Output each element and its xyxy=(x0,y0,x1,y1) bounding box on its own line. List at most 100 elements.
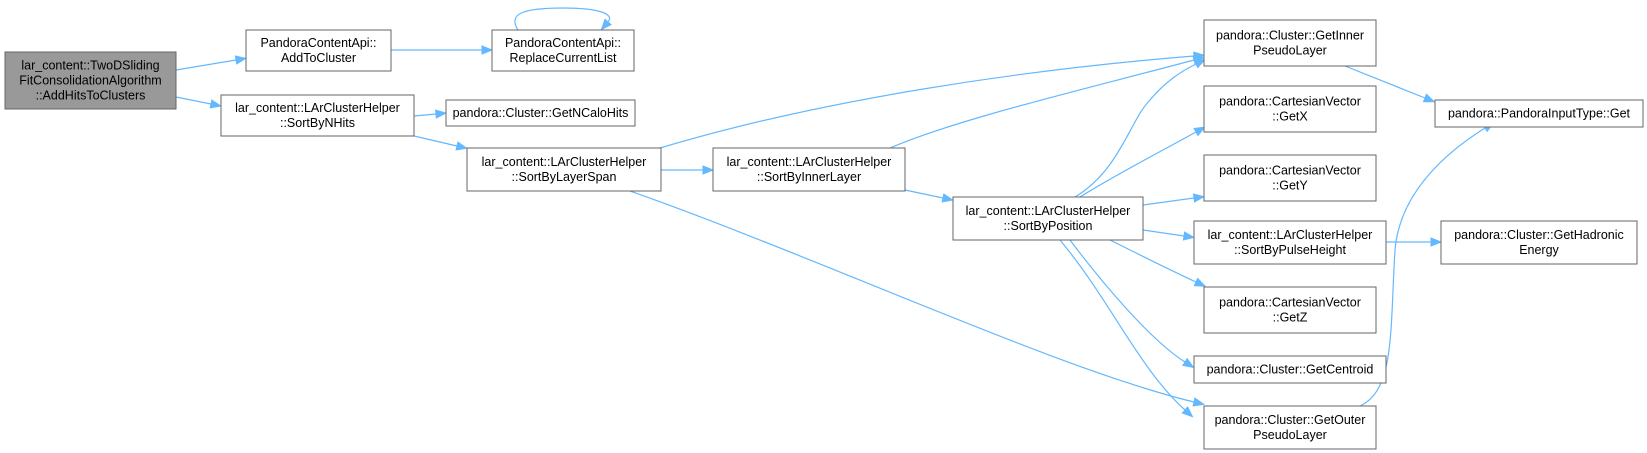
edge-sortByPosition-to-getCentroid xyxy=(1069,239,1195,369)
node-box[interactable] xyxy=(1434,99,1644,128)
node-label-line: ::SortByPulseHeight xyxy=(1234,243,1346,257)
edge-line xyxy=(413,113,437,117)
edge-sortByNHits-to-sortByLayerSpan xyxy=(413,135,469,151)
edge-line xyxy=(1344,65,1426,99)
edge-sortByPosition-to-getOuterPseudoLayer xyxy=(1059,239,1194,418)
edge-getInnerPseudoLayer-to-pandoraInputTypeGet xyxy=(1344,65,1436,103)
node-box[interactable] xyxy=(1193,355,1387,384)
node-label-line: ::AddHitsToClusters xyxy=(36,89,146,103)
node-label-line: lar_content::LArClusterHelper xyxy=(727,155,892,169)
node-getCentroid[interactable]: pandora::Cluster::GetCentroid xyxy=(1193,355,1387,384)
edge-line xyxy=(1074,63,1197,198)
node-box[interactable] xyxy=(1203,85,1377,133)
node-box[interactable] xyxy=(1203,154,1377,202)
node-label-line: ::SortByLayerSpan xyxy=(512,170,617,184)
edge-line xyxy=(1079,131,1197,198)
node-sortByNHits[interactable]: lar_content::LArClusterHelper::SortByNHi… xyxy=(220,94,415,137)
node-box[interactable] xyxy=(1203,286,1377,334)
edge-line xyxy=(175,59,237,71)
node-box[interactable] xyxy=(1203,19,1377,67)
arrowhead-icon xyxy=(1430,237,1443,247)
node-label-line: AddToCluster xyxy=(281,51,356,65)
arrowhead-icon xyxy=(455,141,469,151)
nodes-layer: lar_content::TwoDSlidingFitConsolidation… xyxy=(4,19,1644,450)
edge-line xyxy=(904,189,944,199)
node-box[interactable] xyxy=(4,51,177,110)
node-addToCluster[interactable]: PandoraContentApi::AddToCluster xyxy=(245,29,392,72)
node-box[interactable] xyxy=(712,147,906,192)
node-sortByInnerLayer[interactable]: lar_content::LArClusterHelper::SortByInn… xyxy=(712,147,906,192)
edge-sortByLayerSpan-to-getOuterPseudoLayer xyxy=(629,190,1206,407)
node-box[interactable] xyxy=(1203,405,1377,450)
arrowhead-icon xyxy=(600,18,612,31)
edge-sortByPosition-to-getY xyxy=(1142,193,1206,206)
node-replaceCurrentList[interactable]: PandoraContentApi::ReplaceCurrentList xyxy=(491,29,635,72)
node-sortByPulseHeight[interactable]: lar_content::LArClusterHelper::SortByPul… xyxy=(1193,220,1387,265)
arrowhead-icon xyxy=(234,55,248,65)
edge-sortByInnerLayer-to-sortByPosition xyxy=(904,189,955,203)
arrowhead-icon xyxy=(941,193,955,203)
node-label-line: ::SortByInnerLayer xyxy=(757,170,861,184)
node-getX[interactable]: pandora::CartesianVector::GetX xyxy=(1203,85,1377,133)
edge-line xyxy=(889,59,1195,149)
node-label-line: lar_content::LArClusterHelper xyxy=(235,101,400,115)
node-root[interactable]: lar_content::TwoDSlidingFitConsolidation… xyxy=(4,51,177,110)
arrowhead-icon xyxy=(1182,357,1195,369)
node-label-line: pandora::Cluster::GetOuter xyxy=(1215,413,1366,427)
node-label-line: pandora::PandoraInputType::Get xyxy=(1448,107,1631,121)
edge-sortByPosition-to-getInnerPseudoLayer xyxy=(1074,58,1207,198)
node-label-line: ::GetX xyxy=(1272,110,1308,124)
edge-addToCluster-to-replaceCurrentList xyxy=(391,45,494,55)
arrowhead-icon xyxy=(1193,58,1207,69)
node-pandoraInputTypeGet[interactable]: pandora::PandoraInputType::Get xyxy=(1434,99,1644,128)
edge-sortByNHits-to-getNCaloHits xyxy=(413,109,448,119)
node-box[interactable] xyxy=(445,99,636,127)
edge-line xyxy=(514,7,611,31)
arrowhead-icon xyxy=(1182,231,1196,241)
node-getZ[interactable]: pandora::CartesianVector::GetZ xyxy=(1203,286,1377,334)
node-label-line: pandora::Cluster::GetHadronic xyxy=(1454,228,1624,242)
node-box[interactable] xyxy=(220,94,415,137)
edge-root-to-addToCluster xyxy=(175,55,248,71)
node-label-line: ::GetY xyxy=(1272,179,1308,193)
edge-line xyxy=(1142,197,1195,206)
node-box[interactable] xyxy=(245,29,392,72)
node-label-line: ::GetZ xyxy=(1273,311,1308,325)
node-label-line: pandora::CartesianVector xyxy=(1219,95,1361,109)
arrowhead-icon xyxy=(209,99,223,109)
node-box[interactable] xyxy=(1440,220,1638,265)
edge-line xyxy=(659,55,1195,149)
edge-line xyxy=(1109,239,1197,283)
node-box[interactable] xyxy=(491,29,635,72)
edge-line xyxy=(1069,239,1186,363)
node-label-line: PseudoLayer xyxy=(1253,428,1327,442)
node-label-line: lar_content::LArClusterHelper xyxy=(1208,228,1373,242)
node-getNCaloHits[interactable]: pandora::Cluster::GetNCaloHits xyxy=(445,99,636,127)
edge-line xyxy=(1059,239,1186,411)
edge-sortByPosition-to-getZ xyxy=(1109,239,1207,287)
node-sortByPosition[interactable]: lar_content::LArClusterHelper::SortByPos… xyxy=(952,196,1144,241)
node-getY[interactable]: pandora::CartesianVector::GetY xyxy=(1203,154,1377,202)
edge-sortByPosition-to-sortByPulseHeight xyxy=(1142,229,1196,241)
node-box[interactable] xyxy=(466,147,662,192)
node-label-line: pandora::Cluster::GetNCaloHits xyxy=(453,106,629,120)
edge-line xyxy=(175,96,212,105)
node-label-line: PandoraContentApi:: xyxy=(505,36,621,50)
node-sortByLayerSpan[interactable]: lar_content::LArClusterHelper::SortByLay… xyxy=(466,147,662,192)
edge-sortByPosition-to-getX xyxy=(1079,126,1206,198)
edge-replaceCurrentList-to-replaceCurrentList xyxy=(514,7,612,31)
node-label-line: ReplaceCurrentList xyxy=(510,51,618,65)
edge-root-to-sortByNHits xyxy=(175,96,223,109)
edge-line xyxy=(1142,229,1185,237)
node-label-line: pandora::Cluster::GetInner xyxy=(1216,29,1364,43)
node-label-line: lar_content::TwoDSliding xyxy=(21,59,159,73)
node-box[interactable] xyxy=(952,196,1144,241)
node-label-line: PandoraContentApi:: xyxy=(260,36,376,50)
arrowhead-icon xyxy=(1192,397,1206,407)
node-box[interactable] xyxy=(1193,220,1387,265)
arrowhead-icon xyxy=(1193,126,1206,137)
